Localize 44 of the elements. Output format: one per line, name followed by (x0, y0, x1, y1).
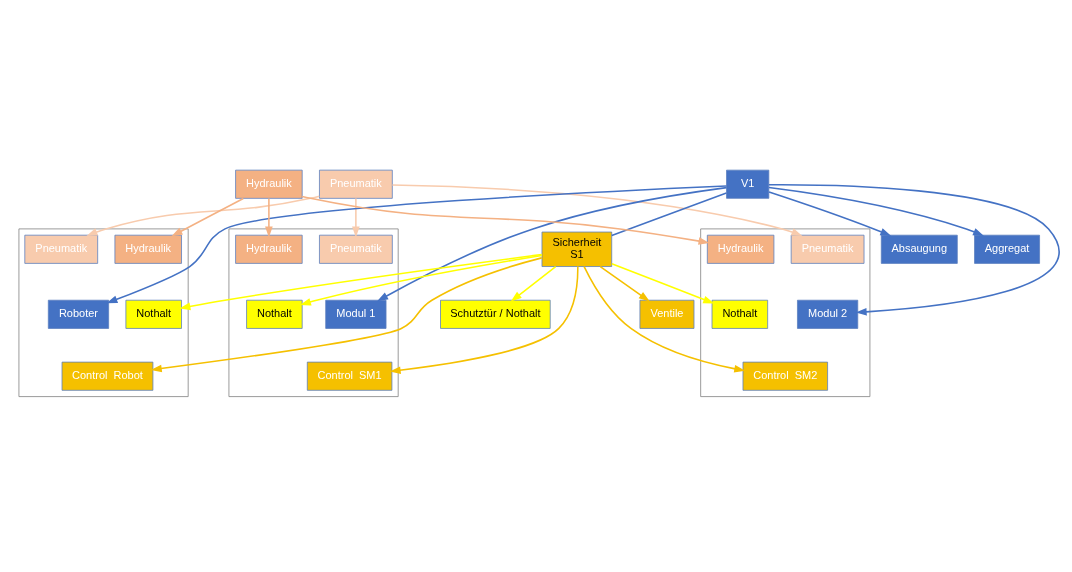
arrow (265, 197, 273, 237)
arrow (583, 265, 746, 373)
node-box: Control Robot (61, 361, 154, 391)
arrow (768, 183, 1060, 316)
connector (611, 191, 728, 236)
arrow (352, 197, 360, 237)
arrow (611, 262, 715, 304)
node-box: Aggregat (974, 234, 1040, 264)
node-box: Control SM2 (742, 361, 828, 391)
node-box: Nothalt (125, 299, 182, 329)
node-box: Control SM1 (306, 361, 393, 391)
cluster (228, 228, 399, 397)
node-box: Modul 1 (325, 299, 387, 329)
node-box: Nothalt (246, 299, 303, 329)
node-box: Sicherheit S1 (541, 231, 613, 267)
arrow (377, 186, 728, 301)
arrow (768, 186, 984, 236)
node-box: Hydraulik (114, 234, 182, 264)
node-box: Hydraulik (706, 234, 775, 264)
node-box: V1 (726, 169, 770, 199)
arrow (510, 265, 557, 302)
node-box: Pneumatik (24, 234, 99, 264)
node-box: Pneumatik (319, 234, 393, 264)
node-box: Schutztür / Nothalt (440, 299, 551, 329)
node-box: Pneumatik (790, 234, 865, 264)
arrow (179, 253, 543, 310)
arrow (299, 254, 543, 306)
arrow (768, 190, 892, 236)
node-box: Absaugung (880, 234, 958, 264)
node-box: Pneumatik (319, 169, 393, 199)
arrow (389, 265, 579, 374)
arrow (86, 194, 321, 236)
node-box: Hydraulik (235, 234, 303, 264)
arrow (301, 195, 710, 245)
node-box: Modul 2 (797, 299, 859, 329)
arrow (391, 183, 803, 236)
arrow (171, 197, 245, 236)
node-box: Nothalt (711, 299, 769, 329)
arrow (150, 256, 543, 372)
node-box: Hydraulik (235, 169, 303, 199)
node-box: Ventile (639, 299, 695, 329)
arrow (599, 265, 650, 301)
arrow (106, 184, 728, 303)
node-box: Roboter (47, 299, 110, 329)
